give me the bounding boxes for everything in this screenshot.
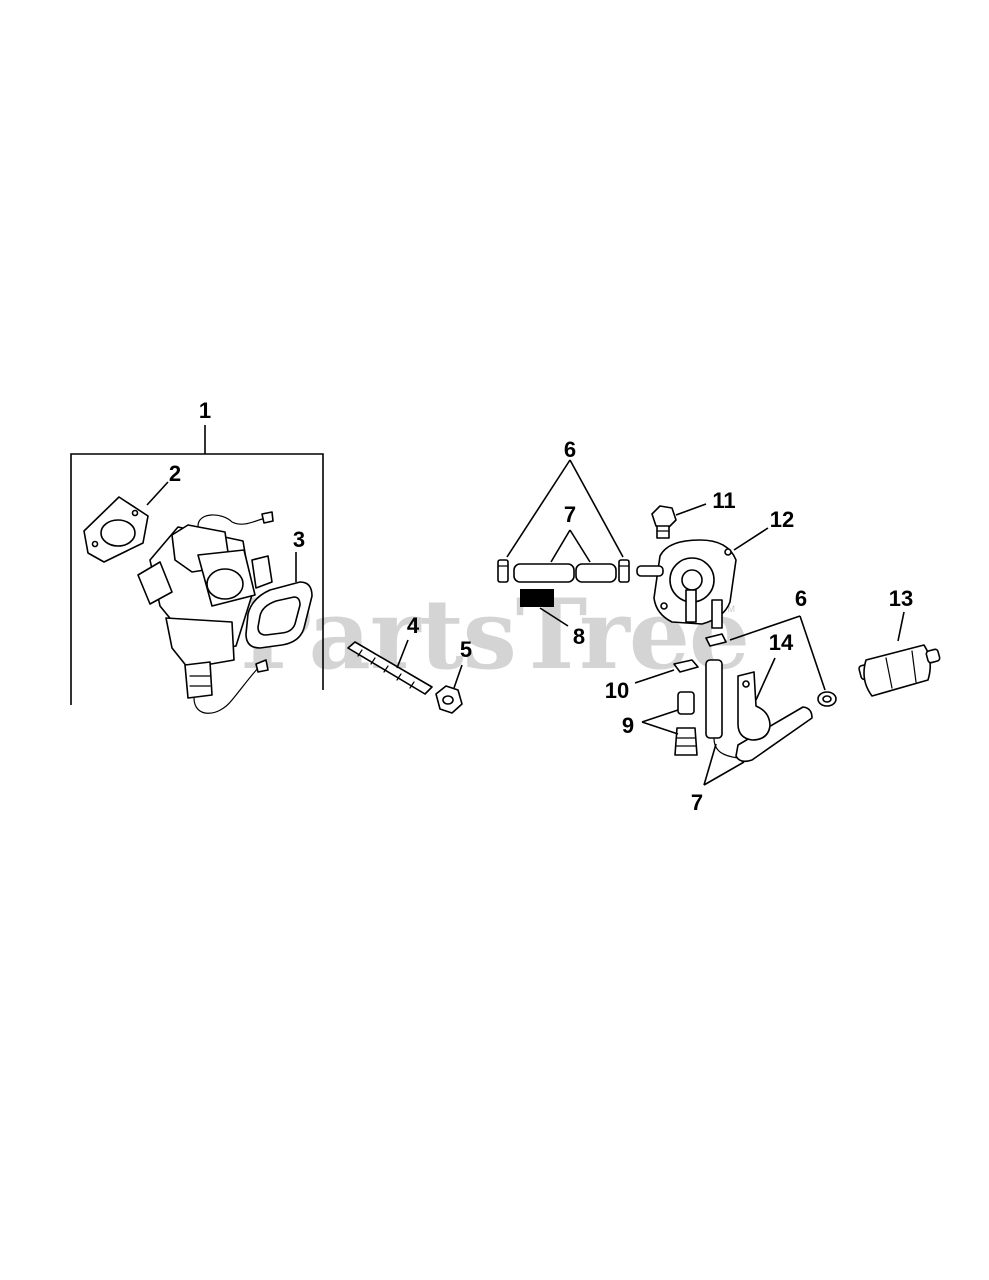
callout-12: 12 bbox=[770, 507, 794, 532]
callout-2: 2 bbox=[169, 461, 181, 486]
nut-part bbox=[435, 664, 463, 714]
callout-3: 3 bbox=[293, 527, 305, 552]
callout-8: 8 bbox=[573, 624, 585, 649]
fitting-part bbox=[651, 503, 707, 539]
hose-bottom-group bbox=[703, 659, 813, 786]
connector-part bbox=[641, 691, 698, 756]
callout-4: 4 bbox=[407, 613, 420, 638]
callout-9: 9 bbox=[622, 713, 634, 738]
callout-6-top: 6 bbox=[564, 437, 576, 462]
filter-element-part bbox=[520, 589, 569, 627]
fuel-filter-part bbox=[858, 611, 941, 697]
hose-top-group bbox=[513, 529, 617, 583]
stud-part bbox=[347, 639, 433, 695]
fuel-pump-part bbox=[636, 527, 769, 629]
callout-14: 14 bbox=[769, 630, 794, 655]
callout-6-right: 6 bbox=[795, 586, 807, 611]
callout-10: 10 bbox=[605, 678, 629, 703]
callout-13: 13 bbox=[889, 586, 913, 611]
hose-clip-part bbox=[737, 657, 776, 741]
carburetor-part bbox=[137, 511, 274, 714]
callout-labels: 1 2 3 4 5 6 7 8 11 12 6 13 14 10 9 7 bbox=[169, 398, 913, 815]
carburetor-kit-bracket bbox=[70, 425, 324, 705]
watermark-trademark: TM bbox=[722, 604, 735, 614]
callout-7-top: 7 bbox=[564, 502, 576, 527]
gasket-part bbox=[83, 481, 169, 563]
callout-7-bottom: 7 bbox=[691, 790, 703, 815]
callout-1: 1 bbox=[199, 398, 211, 423]
clamp-top-group bbox=[497, 459, 630, 583]
callout-11: 11 bbox=[712, 488, 735, 513]
small-clamp-part bbox=[634, 659, 699, 684]
intake-gasket-part bbox=[245, 552, 313, 649]
callout-5: 5 bbox=[460, 637, 472, 662]
clamp-right-group bbox=[705, 615, 837, 707]
